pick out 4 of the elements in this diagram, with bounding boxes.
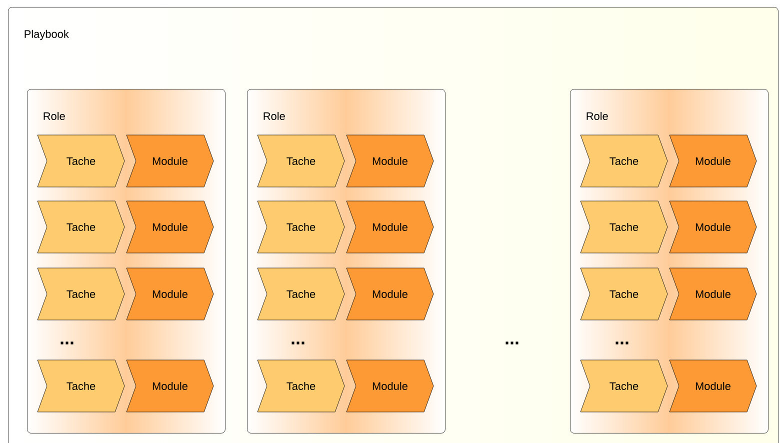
ellipsis: ...	[292, 342, 304, 344]
ellipsis: ...	[506, 342, 518, 344]
ellipsis: ...	[60, 342, 74, 344]
ellipsis: ...	[616, 342, 628, 344]
